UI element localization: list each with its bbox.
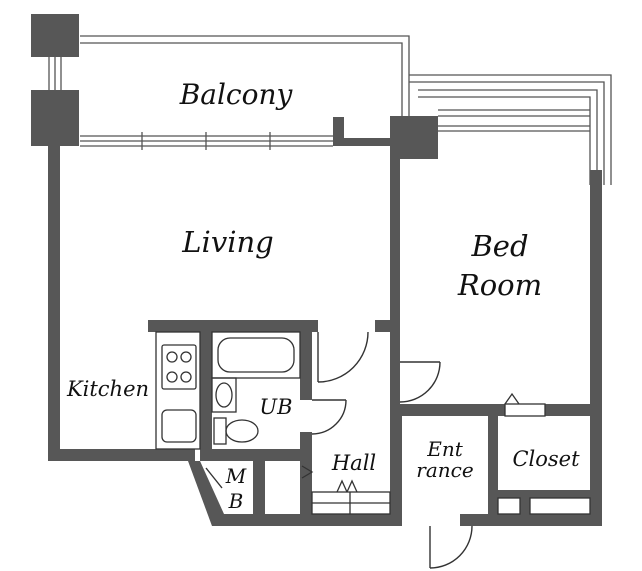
label-kitchen: Kitchen [66, 377, 149, 401]
door-bedroom-hall [399, 361, 441, 403]
wall-ub-hall [300, 320, 312, 400]
label-living: Living [181, 225, 273, 259]
label-mb-line1: M [225, 464, 247, 488]
hall-details [301, 392, 591, 515]
wall-kitchen-top [148, 320, 318, 332]
closet-step [504, 392, 520, 405]
wall-bottom-closet [488, 514, 602, 526]
walls [31, 14, 602, 526]
label-balcony: Balcony [179, 78, 294, 111]
kitchen-counter [155, 331, 201, 450]
door-entrance [429, 525, 473, 569]
wall-stub-balcony [333, 117, 344, 146]
kitchen-fixtures [155, 331, 201, 450]
bathtub [211, 331, 301, 379]
wall-kitchen-ub [200, 320, 212, 461]
balcony-sliding-door [80, 132, 333, 150]
wall-bottom-living [48, 449, 195, 461]
wall-bedroom-right [590, 170, 602, 526]
door-ub [311, 399, 347, 435]
wall-bottom-hall [253, 514, 402, 526]
toilet-bowl [225, 419, 259, 443]
bedroom-window [438, 125, 590, 132]
label-entrance-line1: Ent [426, 437, 463, 461]
label-hall: Hall [331, 451, 376, 475]
label-bedroom-line1: Bed [470, 229, 528, 263]
wall-mb-left [188, 461, 224, 526]
door-mb [205, 467, 223, 489]
kitchen-sink [161, 409, 197, 443]
pillar-top-left [31, 14, 79, 57]
wall-mb-right [253, 461, 265, 514]
label-unit-bath: UB [259, 395, 292, 419]
label-mb-line2: B [228, 489, 244, 513]
pillar-mid-left [31, 90, 79, 146]
washbasin [211, 377, 237, 413]
door-hall-living [317, 331, 369, 383]
doors [205, 331, 473, 569]
wall-left [48, 146, 60, 461]
wall-bedroom-bottom [390, 404, 505, 416]
bath-fixtures [211, 331, 301, 445]
column-window [48, 57, 62, 90]
wall-ub-bottom [200, 449, 312, 461]
label-entrance-line2: rance [416, 458, 473, 482]
label-closet: Closet [512, 447, 580, 471]
wall-entrance-closet [488, 404, 498, 526]
wall-entrance-left [390, 416, 402, 526]
wall-hall-top [375, 320, 400, 332]
toilet-tank [213, 417, 227, 445]
label-bedroom-line2: Room [457, 268, 542, 302]
stove [161, 344, 197, 390]
balcony-railing [80, 35, 612, 185]
